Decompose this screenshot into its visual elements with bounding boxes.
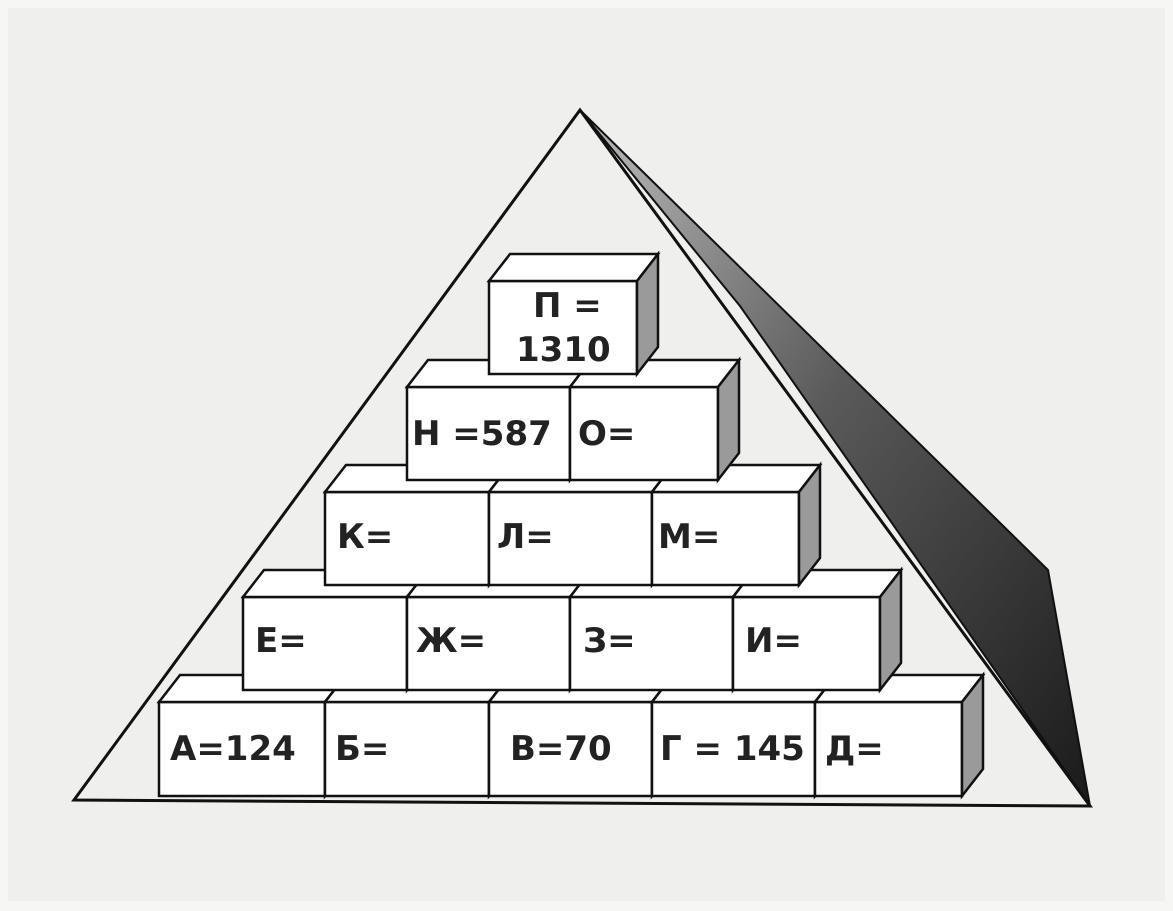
block-b: Б= xyxy=(322,671,513,800)
block-o: О= xyxy=(567,356,742,484)
block-m: М= xyxy=(649,461,823,589)
block-a-label: А=124 xyxy=(170,729,296,769)
block-l-label: Л= xyxy=(497,517,554,557)
block-p: П = 1310 xyxy=(486,250,661,378)
block-p-label: П = xyxy=(533,286,602,326)
block-b-label: Б= xyxy=(335,729,389,769)
block-d: Д= xyxy=(812,671,986,800)
block-g-label: Г = 145 xyxy=(660,729,805,769)
block-z: З= xyxy=(567,566,757,694)
block-k-label: К= xyxy=(337,517,393,557)
block-i-label: И= xyxy=(745,621,802,661)
block-p-value: 1310 xyxy=(516,330,611,370)
block-v-label: В=70 xyxy=(510,729,612,769)
block-e-label: Е= xyxy=(255,621,307,661)
block-g: Г = 145 xyxy=(649,671,839,800)
block-zh-label: Ж= xyxy=(416,621,486,661)
block-v: В=70 xyxy=(486,671,676,800)
block-m-label: М= xyxy=(658,517,720,557)
block-a: А=124 xyxy=(156,671,349,800)
block-n: Н =587 xyxy=(404,356,594,484)
block-o-label: О= xyxy=(578,414,635,454)
block-i: И= xyxy=(730,566,904,694)
block-k: К= xyxy=(322,461,513,589)
block-n-label: Н =587 xyxy=(412,414,552,454)
block-e: Е= xyxy=(240,566,431,694)
block-zh: Ж= xyxy=(404,566,594,694)
block-l: Л= xyxy=(486,461,676,589)
block-z-label: З= xyxy=(583,621,636,661)
block-d-label: Д= xyxy=(825,729,884,769)
pyramid-outline xyxy=(71,107,1093,808)
